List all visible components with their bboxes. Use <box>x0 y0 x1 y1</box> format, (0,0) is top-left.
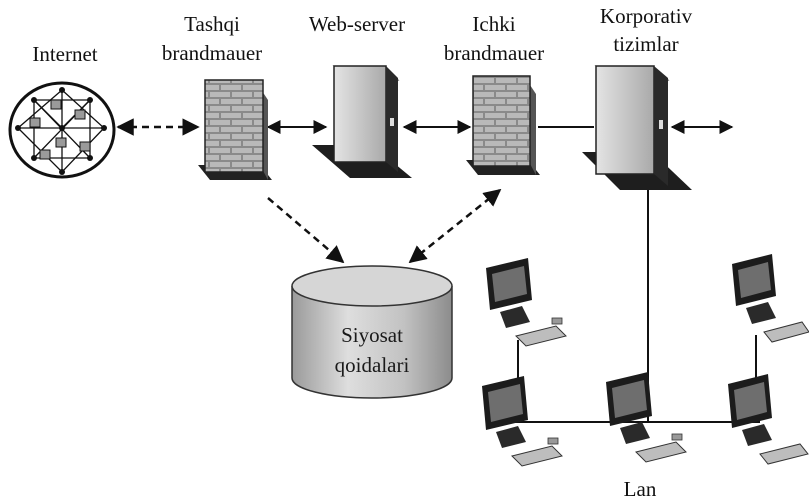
lan-workstation-bottom-right <box>728 374 809 465</box>
labels: Internet Tashqi brandmauer Web-server Ic… <box>32 4 692 501</box>
corporate-systems-label-line2: tizimlar <box>613 32 678 56</box>
lan-workstation-top-right <box>732 254 809 343</box>
policy-label-line1: Siyosat <box>341 323 403 347</box>
policy-label-line2: qoidalari <box>335 353 410 377</box>
lan-workstation-bottom-center <box>606 372 687 463</box>
internet-label: Internet <box>32 42 97 66</box>
web-server-label: Web-server <box>309 12 405 36</box>
lan-label: Lan <box>624 477 657 501</box>
corporate-server-icon <box>582 65 692 190</box>
policy-database-icon <box>291 265 453 399</box>
outer-firewall-label-line2: brandmauer <box>162 41 262 65</box>
web-server-icon <box>312 65 412 178</box>
inner-firewall-label-line1: Ichki <box>472 12 515 36</box>
outer-firewall-icon <box>198 79 272 180</box>
corporate-systems-label-line1: Korporativ <box>600 4 693 28</box>
outer-firewall-to-policy-link <box>267 197 345 264</box>
lan-workstation-bottom-left <box>482 376 563 467</box>
outer-firewall-label-line1: Tashqi <box>184 12 240 36</box>
lan-workstation-top-left <box>486 258 567 347</box>
inner-firewall-to-policy-link <box>408 188 502 264</box>
inner-firewall-label-line2: brandmauer <box>444 41 544 65</box>
inner-firewall-icon <box>466 75 540 175</box>
internet-globe-icon <box>8 81 116 179</box>
